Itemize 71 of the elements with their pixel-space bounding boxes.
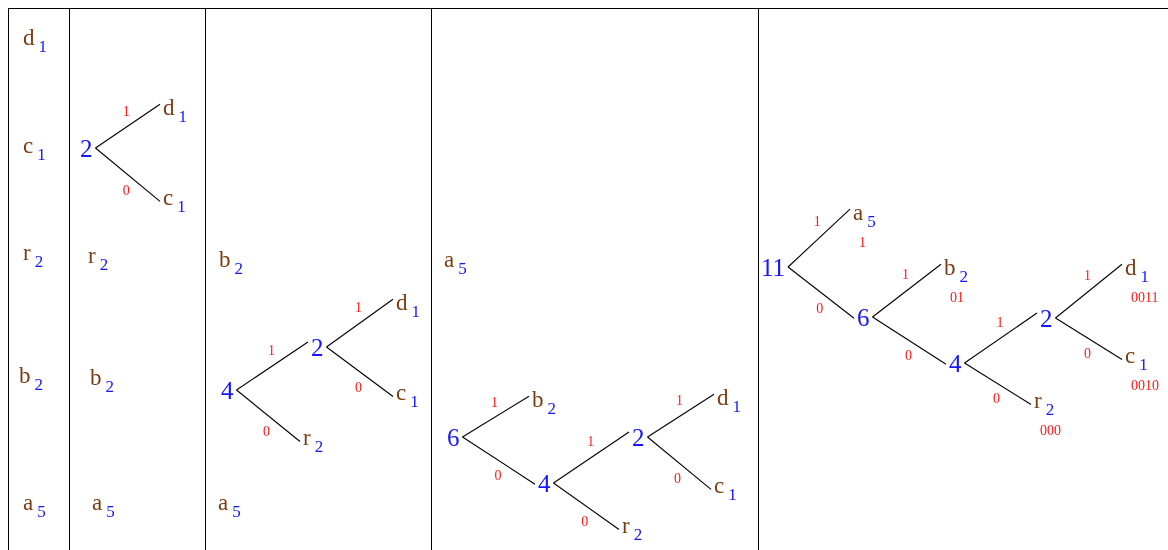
- tree-branch: [235, 341, 309, 391]
- symbol-weight-label: d$_{1}$: [396, 290, 420, 320]
- bit-label: 0: [581, 514, 589, 529]
- tree-branch: [325, 298, 394, 348]
- symbol-weight-label: r$_{2}$: [1034, 388, 1055, 418]
- tree-branch: [646, 393, 715, 438]
- tree-branch: [235, 389, 301, 442]
- bit-label: 0: [263, 424, 271, 439]
- tree-branch: [1054, 263, 1123, 319]
- bit-label: 0: [354, 380, 362, 395]
- symbol-weight-label: d$_{1}$: [163, 95, 187, 125]
- tree-branch: [646, 436, 712, 490]
- weight-number: 4: [221, 377, 234, 403]
- symbol-weight-label: b$_{2}$: [532, 387, 556, 417]
- weight-number: 2: [1040, 305, 1053, 331]
- code-label: 1: [859, 235, 866, 250]
- weight-number: 4: [538, 470, 551, 496]
- tree-branch: [461, 395, 530, 438]
- tree-branch: [552, 482, 620, 530]
- tree-branch: [94, 103, 161, 149]
- weight-number: 6: [447, 424, 460, 450]
- symbol-weight-label: r$_{2}$: [303, 425, 324, 455]
- symbol-weight-label: b$_{2}$: [19, 363, 43, 393]
- symbol-weight-label: c$_{1}$: [1125, 343, 1148, 373]
- symbol-weight-label: c$_{1}$: [163, 185, 186, 215]
- symbol-weight-label: d$_{1}$: [23, 25, 47, 55]
- symbol-weight-label: r$_{2}$: [622, 513, 643, 543]
- weight-number: 2: [311, 334, 324, 360]
- symbol-weight-label: a$_{5}$: [444, 247, 467, 277]
- code-label: 000: [1040, 423, 1061, 438]
- symbol-weight-label: a$_{5}$: [218, 490, 241, 520]
- symbol-weight-label: b$_{2}$: [219, 247, 243, 277]
- symbol-weight-label: d$_{1}$: [1125, 255, 1149, 285]
- tree-branch: [552, 431, 630, 484]
- code-label: 0011: [1131, 290, 1159, 305]
- code-label: 01: [950, 290, 964, 305]
- weight-number: 6: [857, 304, 870, 330]
- weight-number: 2: [80, 135, 93, 161]
- bit-label: 0: [816, 301, 824, 316]
- stage-panel: [8, 8, 70, 550]
- code-label: 0010: [1131, 378, 1159, 393]
- weight-number: 4: [949, 350, 962, 376]
- symbol-weight-label: c$_{1}$: [714, 473, 737, 503]
- bit-label: 1: [1083, 268, 1091, 283]
- symbol-weight-label: b$_{2}$: [944, 255, 968, 285]
- symbol-weight-label: a$_{5}$: [853, 200, 876, 230]
- tree-branch: [963, 362, 1032, 405]
- bit-label: 0: [1083, 346, 1091, 361]
- symbol-weight-label: d$_{1}$: [717, 385, 741, 415]
- tree-branch: [871, 316, 947, 365]
- bit-label: 0: [992, 391, 1000, 406]
- symbol-weight-label: a$_{5}$: [92, 490, 115, 520]
- tree-branch: [461, 436, 536, 485]
- tree-branch: [94, 147, 161, 202]
- tree-branch: [787, 266, 855, 319]
- tree-branch: [1054, 317, 1123, 360]
- bit-label: 1: [996, 316, 1004, 330]
- tree-branch: [325, 346, 394, 397]
- tree-branch: [963, 312, 1038, 364]
- tree-branch: [787, 208, 851, 268]
- tree-branch: [871, 263, 942, 318]
- symbol-weight-label: c$_{1}$: [396, 380, 419, 410]
- weight-number: 11: [761, 254, 786, 280]
- bit-label: 1: [490, 395, 498, 410]
- symbol-weight-label: c$_{1}$: [23, 133, 46, 163]
- bit-label: 1: [122, 104, 130, 119]
- weight-number: 2: [632, 424, 645, 450]
- symbol-weight-label: a$_{5}$: [23, 490, 46, 520]
- symbol-weight-label: b$_{2}$: [90, 365, 114, 395]
- symbol-weight-label: r$_{2}$: [88, 243, 109, 273]
- symbol-weight-label: r$_{2}$: [23, 240, 44, 270]
